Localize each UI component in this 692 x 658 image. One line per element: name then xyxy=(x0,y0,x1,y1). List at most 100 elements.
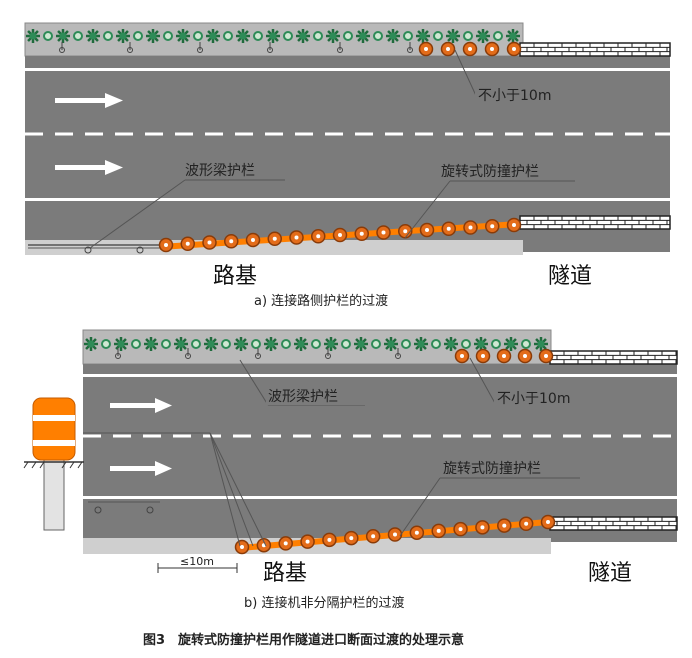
shrub-icon xyxy=(326,29,340,43)
label-wave-beam: 波形梁护栏 xyxy=(185,163,255,179)
direction-arrow-icon xyxy=(55,160,123,175)
label-roadbed: 路基 xyxy=(263,561,307,586)
shrub-icon xyxy=(294,337,308,351)
shrub-icon xyxy=(206,29,220,43)
roller-icon xyxy=(202,235,217,250)
roller-icon xyxy=(475,348,491,364)
roller-icon xyxy=(278,536,293,551)
shrub-icon xyxy=(444,337,458,351)
planter-icon xyxy=(491,339,501,349)
label-roadbed: 路基 xyxy=(213,264,257,289)
roller-icon xyxy=(441,221,456,236)
roller-icon xyxy=(267,231,282,246)
shrub-icon xyxy=(264,337,278,351)
shrub-icon xyxy=(354,337,368,351)
roller-icon xyxy=(506,217,522,233)
post-icon xyxy=(146,506,154,514)
post-icon xyxy=(59,47,65,53)
tunnel-wall-bottom xyxy=(519,215,671,230)
roller-icon xyxy=(224,234,239,249)
planter-icon xyxy=(313,31,323,41)
label-wave-beam: 波形梁护栏 xyxy=(268,389,338,405)
planter-icon xyxy=(251,339,261,349)
post-icon xyxy=(267,47,273,53)
label-not-less-10m: 不小于10m xyxy=(478,88,551,104)
planter-icon xyxy=(433,31,443,41)
shrub-icon xyxy=(236,29,250,43)
post-icon xyxy=(115,353,121,359)
planter-icon xyxy=(103,31,113,41)
roller-icon xyxy=(234,539,250,555)
planter-icon xyxy=(253,31,263,41)
shrub-icon xyxy=(204,337,218,351)
roller-icon xyxy=(256,537,272,553)
lane-edge-line xyxy=(25,68,670,71)
post-icon xyxy=(197,47,203,53)
roller-icon xyxy=(506,41,522,57)
shrub-icon xyxy=(504,337,518,351)
label-dimension: ≤10m xyxy=(180,555,214,568)
planter-icon xyxy=(431,339,441,349)
roller-icon xyxy=(344,530,359,546)
shrub-icon xyxy=(84,337,98,351)
shrub-row-top xyxy=(84,337,548,359)
planter-icon xyxy=(401,339,411,349)
caption-a: a) 连接路侧护栏的过渡 xyxy=(254,293,388,309)
roller-icon xyxy=(440,41,456,57)
roller-icon xyxy=(322,532,337,548)
roller-icon xyxy=(497,518,512,533)
shrub-icon xyxy=(356,29,370,43)
roller-icon xyxy=(431,523,446,539)
planter-icon xyxy=(343,31,353,41)
roller-icon xyxy=(245,232,261,248)
shrub-icon xyxy=(324,337,338,351)
planter-icon xyxy=(43,31,53,41)
shrub-icon xyxy=(414,337,428,351)
planter-icon xyxy=(493,31,503,41)
roller-icon xyxy=(354,226,369,241)
planter-icon xyxy=(221,339,231,349)
roller-icon xyxy=(158,237,174,253)
shrub-icon xyxy=(386,29,400,43)
roller-icon xyxy=(517,348,533,364)
roller-icon xyxy=(332,227,348,243)
planter-icon xyxy=(403,31,413,41)
post-icon xyxy=(94,506,102,514)
shoulder-bottom xyxy=(25,240,523,255)
planter-icon xyxy=(463,31,473,41)
roller-icon xyxy=(485,219,500,234)
roller-icon xyxy=(289,230,304,245)
roller-icon xyxy=(409,525,425,540)
roller-icon xyxy=(453,521,468,537)
shrub-icon xyxy=(86,29,100,43)
diagram-b: 波形梁护栏 不小于10m 旋转式防撞护栏 ≤10m 路基 隧道 b) 连接机非分… xyxy=(23,329,678,611)
rotary-barrier-elevation-icon xyxy=(23,397,84,531)
shrub-row-top xyxy=(26,29,520,53)
shrub-icon xyxy=(506,29,520,43)
planter-icon xyxy=(283,31,293,41)
post-icon xyxy=(84,246,92,254)
roller-icon xyxy=(311,229,326,244)
shrub-icon xyxy=(476,29,490,43)
roller-icon xyxy=(462,41,478,57)
roller-icon xyxy=(300,534,315,549)
post-icon xyxy=(136,246,144,254)
shrub-icon xyxy=(176,29,190,43)
diagram-a: 不小于10m 波形梁护栏 旋转式防撞护栏 路基 隧道 a) 连接路侧护栏的过渡 xyxy=(24,22,671,309)
rotary-barrier-bottom xyxy=(158,217,522,253)
planter-icon xyxy=(133,31,143,41)
tunnel-wall-bottom xyxy=(549,516,678,531)
roller-icon xyxy=(538,348,554,364)
planter-icon xyxy=(193,31,203,41)
planter-icon xyxy=(161,339,171,349)
rotary-barrier-top xyxy=(454,348,554,364)
roller-icon xyxy=(540,514,556,530)
lane-edge-line xyxy=(83,374,677,377)
shrub-icon xyxy=(146,29,160,43)
direction-arrow-icon xyxy=(110,461,172,476)
shrub-icon xyxy=(144,337,158,351)
shoulder-bottom xyxy=(83,538,551,554)
roller-icon xyxy=(418,41,434,57)
figure-caption: 图3 旋转式防撞护栏用作隧道进口断面过渡的处理示意 xyxy=(143,632,464,648)
